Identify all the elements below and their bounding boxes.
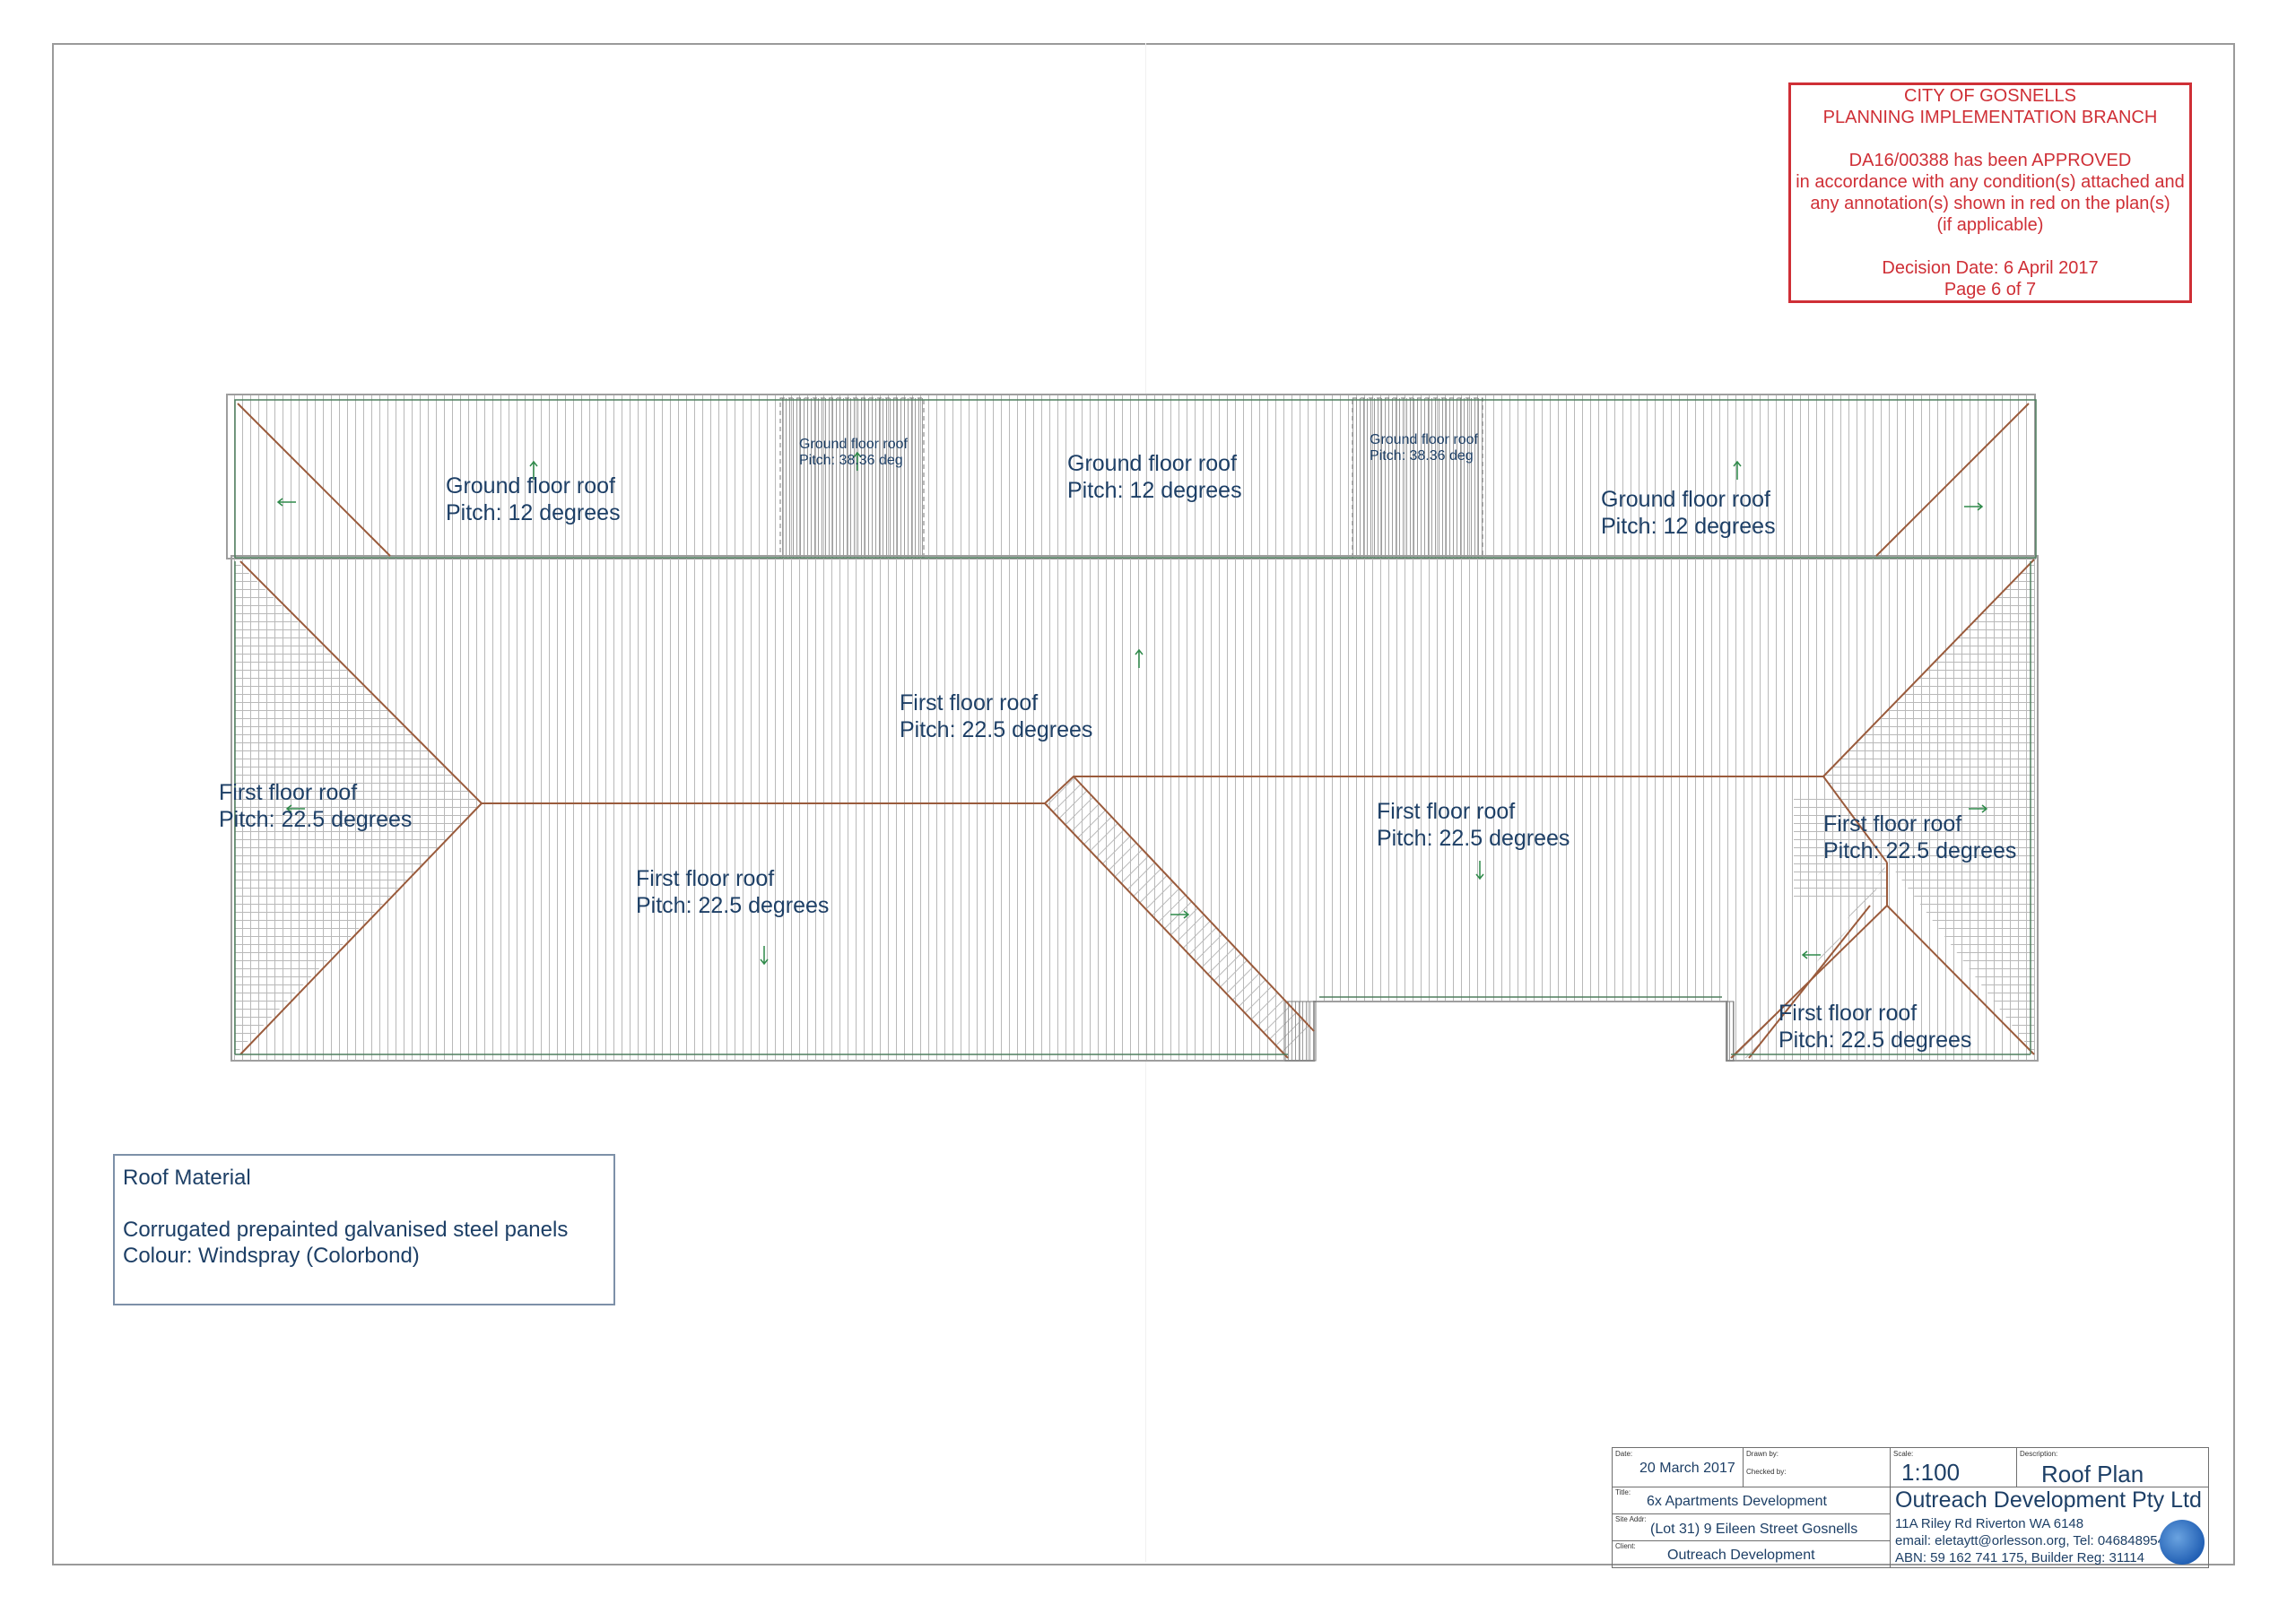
project-title: 6x Apartments Development (1647, 1494, 1827, 1509)
company-contact: email: eletaytt@orlesson.org, Tel: 04684… (1895, 1533, 2173, 1548)
valley-roof (1794, 798, 1886, 904)
stamp-applicable: (if applicable) (1936, 215, 2044, 235)
first-floor-roof (230, 555, 2039, 1062)
client-name: Outreach Development (1667, 1548, 1815, 1563)
valley-roof (1045, 776, 1314, 1058)
site-address: (Lot 31) 9 Eileen Street Gosnells (1650, 1522, 1858, 1537)
fall-arrows (276, 451, 1988, 966)
material-heading: Roof Material (123, 1166, 251, 1190)
stamp-decision-date: Decision Date: 6 April 2017 (1882, 258, 2099, 278)
sheet-frame (52, 43, 2235, 1565)
stamp-branch: PLANNING IMPLEMENTATION BRANCH (1822, 108, 2158, 127)
ground-floor-roof (226, 394, 2036, 559)
stamp-authority: CITY OF GOSNELLS (1904, 86, 2076, 106)
ground-floor-steep-roof (1352, 397, 1483, 559)
stamp-approval: DA16/00388 has been APPROVED (1848, 151, 2132, 170)
gutter-outline (234, 399, 2037, 1055)
certification-seal (2160, 1520, 2205, 1565)
hip-end-right (1823, 559, 2034, 1054)
company-abn: ABN: 59 162 741 175, Builder Reg: 31114 (1895, 1550, 2144, 1565)
stamp-conditions: in accordance with any condition(s) atta… (1796, 172, 2185, 192)
material-description: Corrugated prepainted galvanised steel p… (123, 1218, 569, 1242)
drawing-date: 20 March 2017 (1639, 1461, 1735, 1476)
drawing-scale: 1:100 (1901, 1459, 1961, 1486)
material-colour: Colour: Windspray (Colorbond) (123, 1244, 420, 1268)
valley-roof (1284, 1001, 1317, 1062)
company-address: 11A Riley Rd Riverton WA 6148 (1895, 1516, 2084, 1531)
valley-roof (1726, 1001, 1735, 1062)
ground-floor-steep-roof (779, 397, 925, 559)
approval-stamp: CITY OF GOSNELLS PLANNING IMPLEMENTATION… (1788, 82, 2192, 303)
stamp-annotations: any annotation(s) shown in red on the pl… (1810, 194, 2170, 213)
company-name: Outreach Development Pty Ltd (1895, 1487, 2202, 1513)
drawing-description: Roof Plan (2041, 1461, 2144, 1487)
hip-end-left (235, 559, 482, 1054)
title-block: Date: 20 March 2017 Drawn by: Checked by… (1612, 1447, 2209, 1568)
roof-material-note: Roof Material Corrugated prepainted galv… (113, 1154, 615, 1305)
ridge-lines (237, 403, 2035, 1059)
stamp-page: Page 6 of 7 (1944, 280, 2037, 299)
